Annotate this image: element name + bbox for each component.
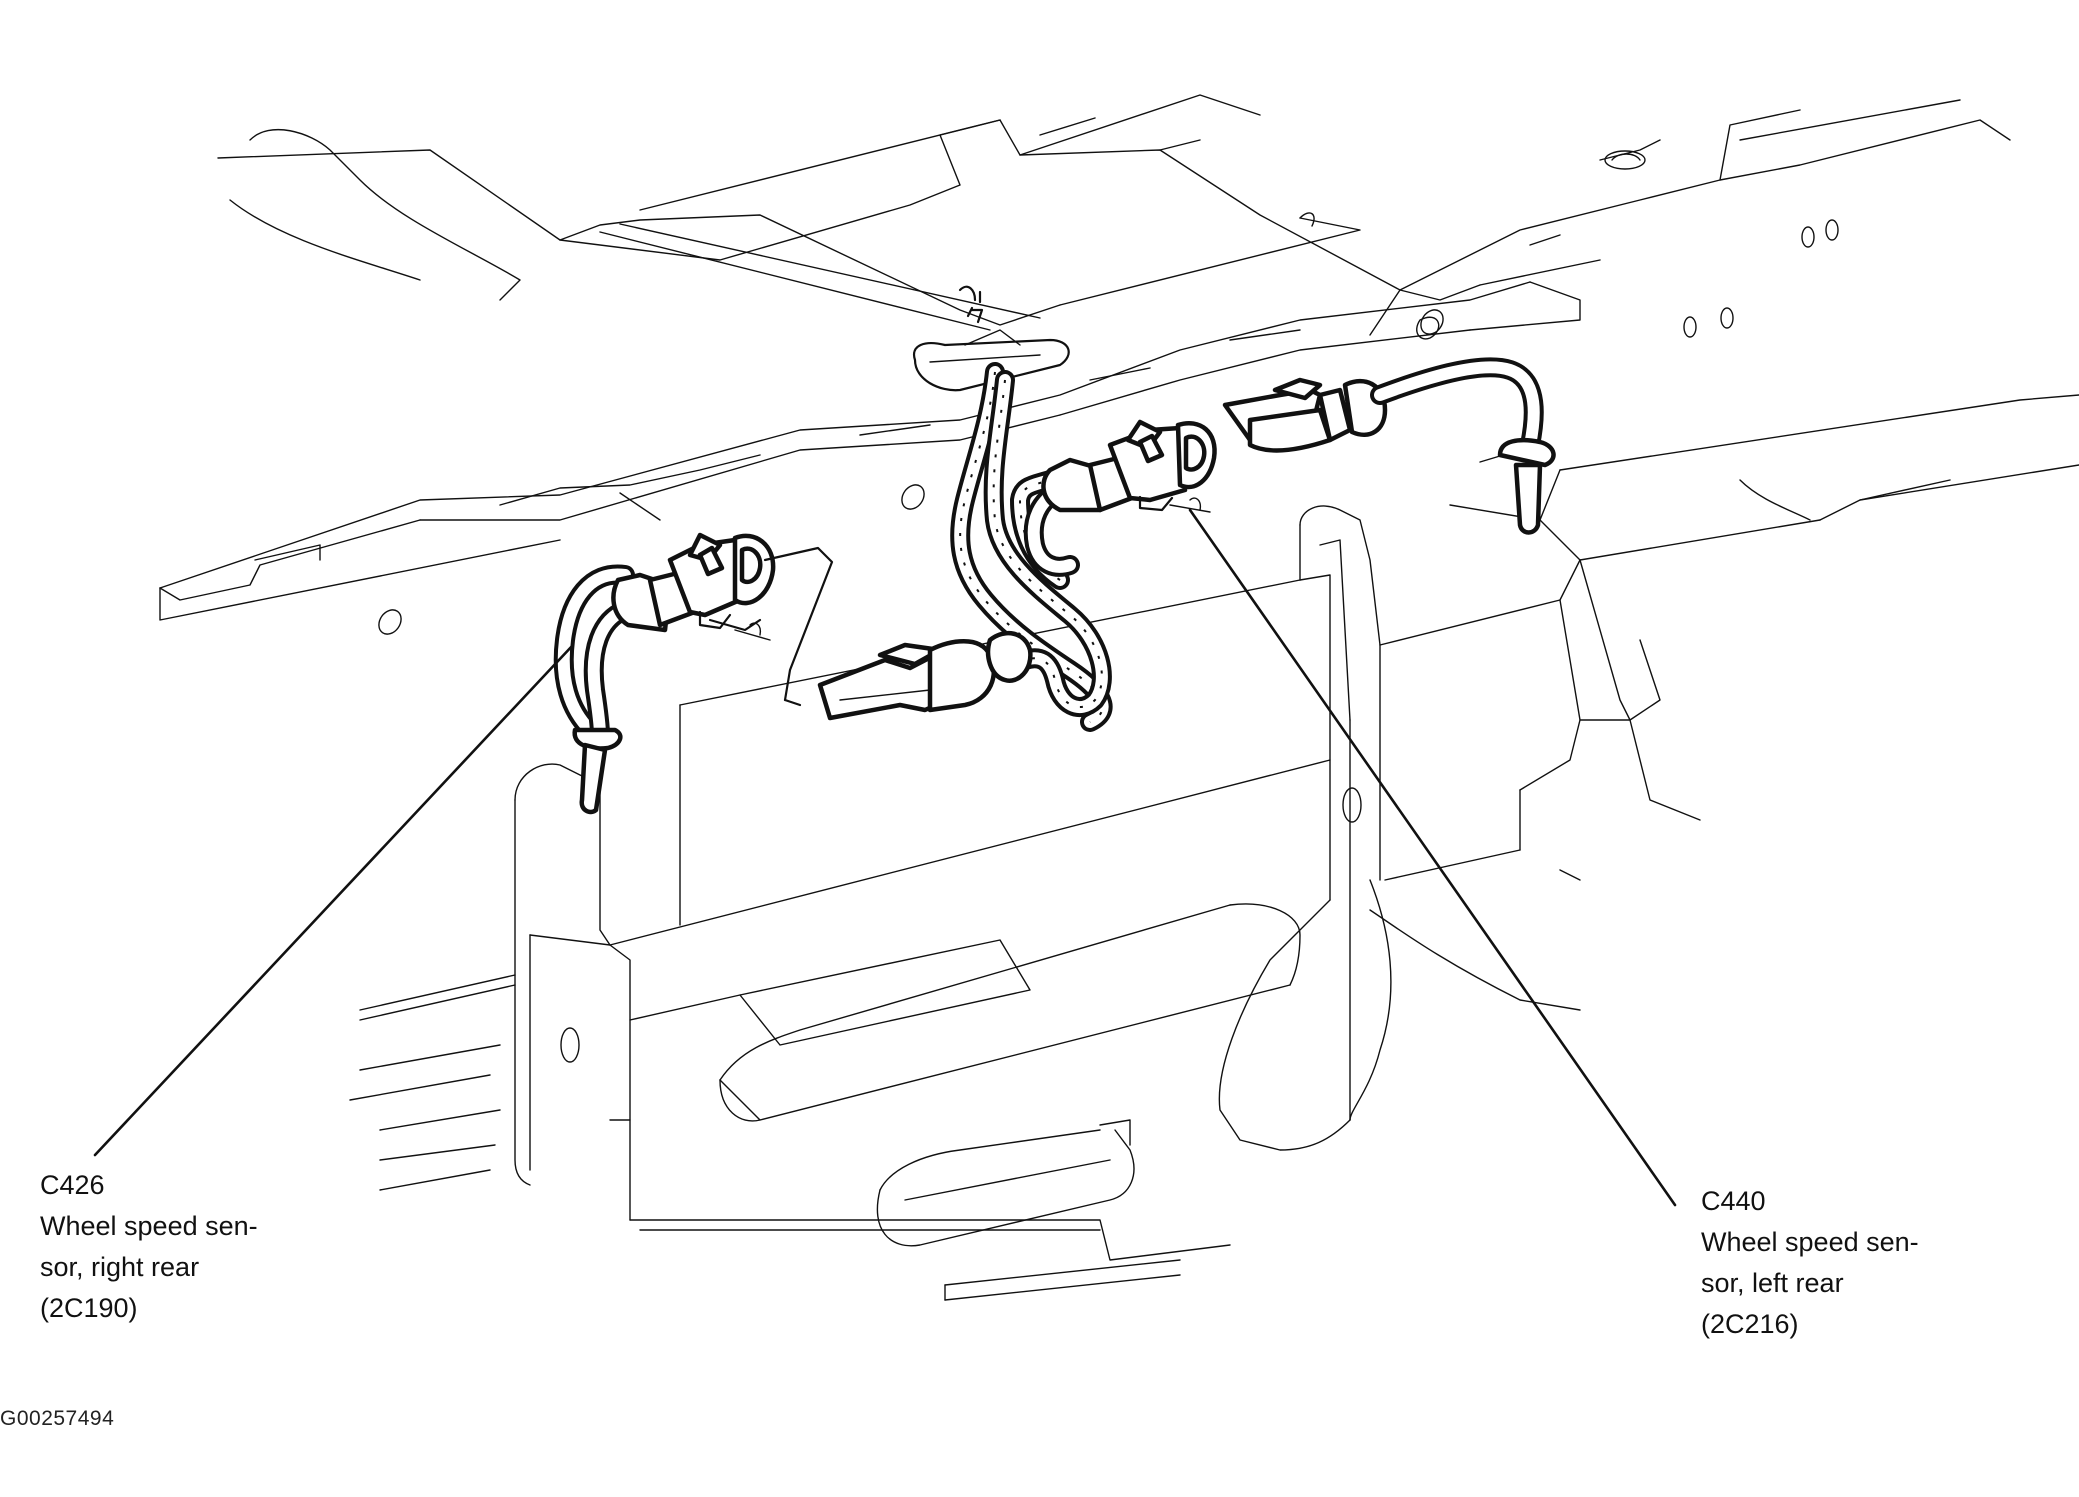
body-floor-pan (217, 94, 2011, 340)
connector-c426 (553, 532, 834, 815)
figure-id: G00257494 (0, 1407, 115, 1430)
center-lower-connector (817, 630, 1033, 721)
callout-line: sor, right rear (40, 1252, 200, 1282)
callout-c426: C426 Wheel speed sen- sor, right rear (2… (40, 1165, 340, 1329)
callout-line: Wheel speed sen- (40, 1211, 258, 1241)
lower-bracket (349, 505, 1581, 1301)
callout-line: (2C216) (1701, 1309, 1799, 1339)
callout-c440: C440 Wheel speed sen- sor, left rear (2C… (1701, 1181, 2001, 1345)
callout-line: Wheel speed sen- (1701, 1227, 1919, 1257)
leader-line-c426 (93, 643, 575, 1157)
callout-line: sor, left rear (1701, 1268, 1844, 1298)
frame-crossmember (159, 281, 2079, 1011)
connector-code: C440 (1701, 1186, 1766, 1216)
callout-line: (2C190) (40, 1293, 138, 1323)
connector-code: C426 (40, 1170, 105, 1200)
harness-clip-bracket (912, 285, 1070, 392)
connector-c440 (1023, 357, 1556, 577)
leader-line-c440 (1188, 508, 1677, 1207)
main-wiring-harness (950, 362, 1113, 732)
